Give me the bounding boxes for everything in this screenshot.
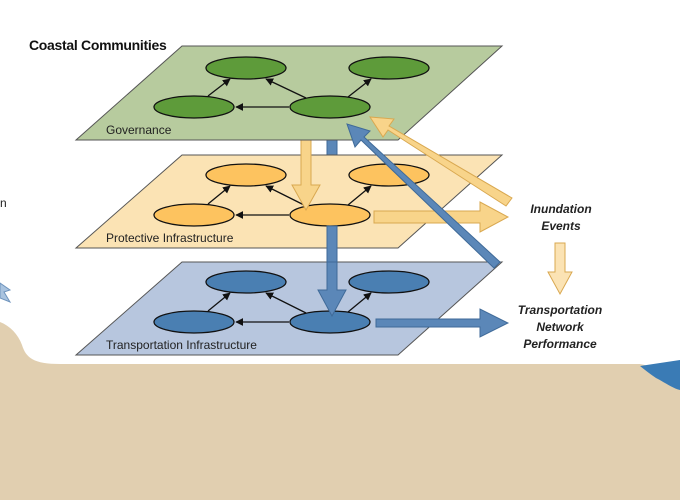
ground-terrain <box>0 322 680 500</box>
transport-performance-label-line3: Performance <box>523 337 597 351</box>
governance-node-2 <box>348 56 430 80</box>
protective-node-3 <box>153 203 235 227</box>
transport-performance-label-line1: Transportation <box>518 303 602 317</box>
water-right <box>640 360 680 390</box>
governance-layer: Governance <box>74 45 504 141</box>
governance-node-1 <box>205 56 287 80</box>
governance-node-3 <box>153 95 235 119</box>
governance-layer-label: Governance <box>106 123 172 137</box>
protective-node-1 <box>205 163 287 187</box>
transportation-layer-label: Transportation Infrastructure <box>106 338 257 352</box>
protective-node-4 <box>289 203 371 227</box>
transport-performance-label-line2: Network <box>536 320 585 334</box>
blue-arrow-transport-to-performance <box>375 308 510 338</box>
yellow-arrow-inundation-to-performance <box>547 242 573 296</box>
partial-side-text: n <box>0 196 7 210</box>
transportation-layer: Transportation Infrastructure <box>74 261 504 356</box>
transport-node-4 <box>289 310 371 334</box>
water-arrow-left <box>0 282 12 304</box>
yellow-arrow-inundation-to-governance <box>369 116 513 207</box>
inundation-label-line2: Events <box>541 219 581 233</box>
blue-arrow-performance-to-governance <box>346 123 501 269</box>
protective-layer-label: Protective Infrastructure <box>106 231 234 245</box>
transport-node-3 <box>153 310 235 334</box>
governance-node-4 <box>289 95 371 119</box>
transport-node-1 <box>205 270 287 294</box>
diagram-title: Coastal Communities <box>29 37 167 53</box>
protective-layer: Protective Infrastructure <box>74 154 504 249</box>
inundation-label-line1: Inundation <box>530 202 591 216</box>
blue-arrow-shaft-mid <box>326 225 338 263</box>
transport-node-2 <box>348 270 430 294</box>
